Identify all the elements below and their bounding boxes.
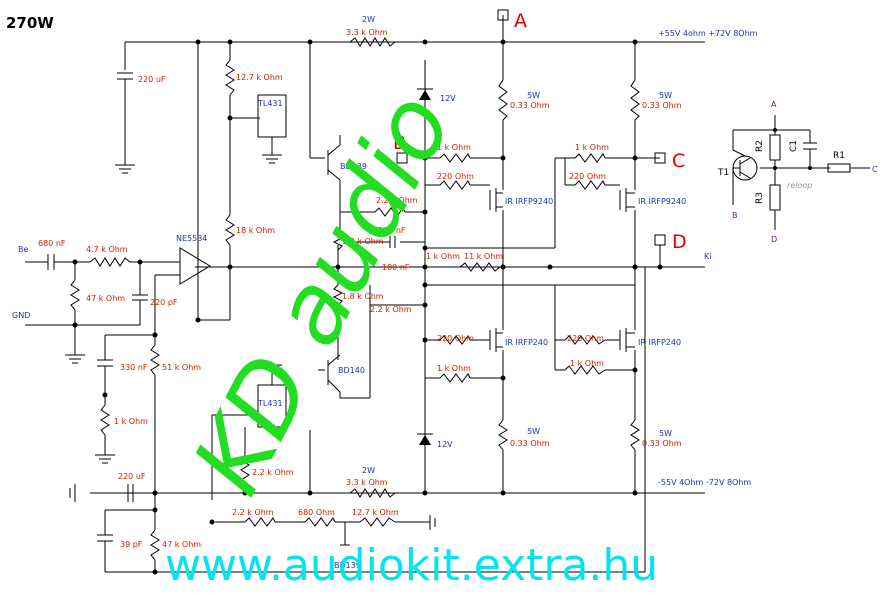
components-r-680-label: 680 Ohm <box>298 508 335 517</box>
rail-pos-label: +55V 4ohm +72V 8Ohm <box>658 29 758 38</box>
watermark-url: www.audiokit.extra.hu <box>165 540 658 591</box>
components-q-bd139-bot-label: BD139 <box>334 561 361 570</box>
components-r-4k7-label: 4.7 k Ohm <box>86 245 128 254</box>
components-r-1k-d-label: 1 k Ohm <box>437 364 471 373</box>
inset-r2-label: R2 <box>755 140 765 152</box>
components-ic-tl431-top-label: TL431 <box>257 99 283 108</box>
components-r-033-c-label: 0.33 Ohm <box>510 439 550 448</box>
components-c-220pF-label: 220 pF <box>150 298 178 307</box>
components-r-12k7-top-label: 12.7 k Ohm <box>236 73 283 82</box>
components-r-51k-label: 51 k Ohm <box>162 363 201 372</box>
components-r-1k8-2-label: 1.8 k Ohm <box>342 292 384 301</box>
resistor-symbols <box>70 37 640 561</box>
components-c-39pF-label: 39 pF <box>120 540 143 549</box>
components-r-033-a-label: 0.33 Ohm <box>510 101 550 110</box>
components-r-2k2-pot-label: 2.2 k Ohm <box>232 508 274 517</box>
components-r-5w-a-label: 5W <box>527 91 540 100</box>
components-q-irfp9240-1-label: IR IRFP9240 <box>505 197 553 206</box>
inset-note-label: reloop <box>787 181 812 190</box>
junctions <box>72 39 663 575</box>
inset-d-label: D <box>771 235 777 244</box>
components-c-220uF-bot-label: 220 uF <box>118 472 146 481</box>
gnd-label: GND <box>12 311 30 320</box>
components-z-12v-bot-label: 12V <box>437 440 453 449</box>
terminal-c: C <box>672 150 685 172</box>
components-q-irfp240-2-label: IR IRFP240 <box>638 338 681 347</box>
components-r-1k-b-label: 1 k Ohm <box>437 143 471 152</box>
components-c-680nF-label: 680 nF <box>38 239 66 248</box>
terminal-a: A <box>514 10 527 32</box>
inset-t1-label: T1 <box>717 168 729 178</box>
output-label: Ki <box>704 252 711 261</box>
terminal-boxes <box>396 9 666 246</box>
components-c-220uF-top-label: 220 uF <box>138 75 166 84</box>
inset-b-label: B <box>732 211 738 220</box>
components-q-bd139-label: BD139 <box>340 162 367 171</box>
components-r-1k-c-label: 1 k Ohm <box>575 143 609 152</box>
components-q-irfp9240-2-label: IR IRFP9240 <box>638 197 686 206</box>
components-r-220-2-label: 220 Ohm <box>569 172 606 181</box>
components-r-1k8-1-label: 1.8 k Ohm <box>342 237 384 246</box>
components-r-3k3-bot-label: 3.3 k Ohm <box>346 478 388 487</box>
components-r-3k3-top-label: 3.3 k Ohm <box>346 28 388 37</box>
components-r-5w-b-label: 5W <box>659 91 672 100</box>
watermark-brand: KD audio <box>171 76 473 511</box>
components-r-220-4-label: 220 Ohm <box>567 334 604 343</box>
component-labels: 220 uF 12.7 k Ohm TL431 2W 3.3 k Ohm 12V… <box>38 15 686 570</box>
components-r-033-b-label: 0.33 Ohm <box>642 101 682 110</box>
page-title: 270W <box>6 14 54 32</box>
components-r-033-d-label: 0.33 Ohm <box>642 439 682 448</box>
inset-c-label: C <box>872 165 878 174</box>
components-r-1k-e-label: 1 k Ohm <box>570 359 604 368</box>
components-r-1k-gnd-label: 1 k Ohm <box>114 417 148 426</box>
reloop-inset: A B C D T1 R1 R2 R3 C1 reloop <box>717 100 878 244</box>
components-r-220-1-label: 220 Ohm <box>437 172 474 181</box>
capacitor-symbols <box>389 236 396 248</box>
rail-neg-label: -55V 4Ohm -72V 8Ohm <box>658 478 751 487</box>
components-r-2k2-mid2-label: 2.2 k Ohm <box>370 305 412 314</box>
components-r-12k7-bot-label: 12.7 k Ohm <box>352 508 399 517</box>
terminal-b: B <box>393 132 406 154</box>
components-r-47k-in-label: 47 k Ohm <box>86 294 125 303</box>
components-c-100nF-1-label: 100 nF <box>378 226 406 235</box>
components-r-2k2-bot-label: 2.2 k Ohm <box>252 468 294 477</box>
components-r-5w-d-label: 5W <box>659 429 672 438</box>
components-r-1k-mid-label: 1 k Ohm <box>426 252 460 261</box>
components-c-330nF-label: 330 nF <box>120 363 148 372</box>
inset-a-label: A <box>771 100 777 109</box>
components-r-220-3-label: 220 Ohm <box>437 334 474 343</box>
components-c-100nF-2-label: 100 nF <box>382 263 410 272</box>
components-r-2w-bot-label: 2W <box>362 466 375 475</box>
components-r-11k-label: 11 k Ohm <box>464 252 503 261</box>
components-r-5w-c-label: 5W <box>527 427 540 436</box>
wiring <box>25 15 705 573</box>
components-r-18k-label: 18 k Ohm <box>236 226 275 235</box>
inset-r1-label: R1 <box>833 151 845 161</box>
zener-diodes <box>417 88 433 445</box>
components-ic-tl431-bot-label: TL431 <box>257 399 283 408</box>
components-r-2k2-mid-label: 2.2 k Ohm <box>376 196 418 205</box>
inset-c1-label: C1 <box>789 140 799 152</box>
mosfets <box>489 188 635 352</box>
components-z-12v-top-label: 12V <box>440 94 456 103</box>
terminal-d: D <box>672 231 687 253</box>
inset-r3-label: R3 <box>755 192 765 204</box>
components-q-bd140-label: BD140 <box>338 366 365 375</box>
input-label: Be <box>18 245 28 254</box>
components-ic-ne5534-label: NE5534 <box>176 234 207 243</box>
components-r-2w-top-label: 2W <box>362 15 375 24</box>
components-q-irfp240-1-label: IR IRFP240 <box>505 338 548 347</box>
components-r-47k-bot-label: 47 k Ohm <box>162 540 201 549</box>
